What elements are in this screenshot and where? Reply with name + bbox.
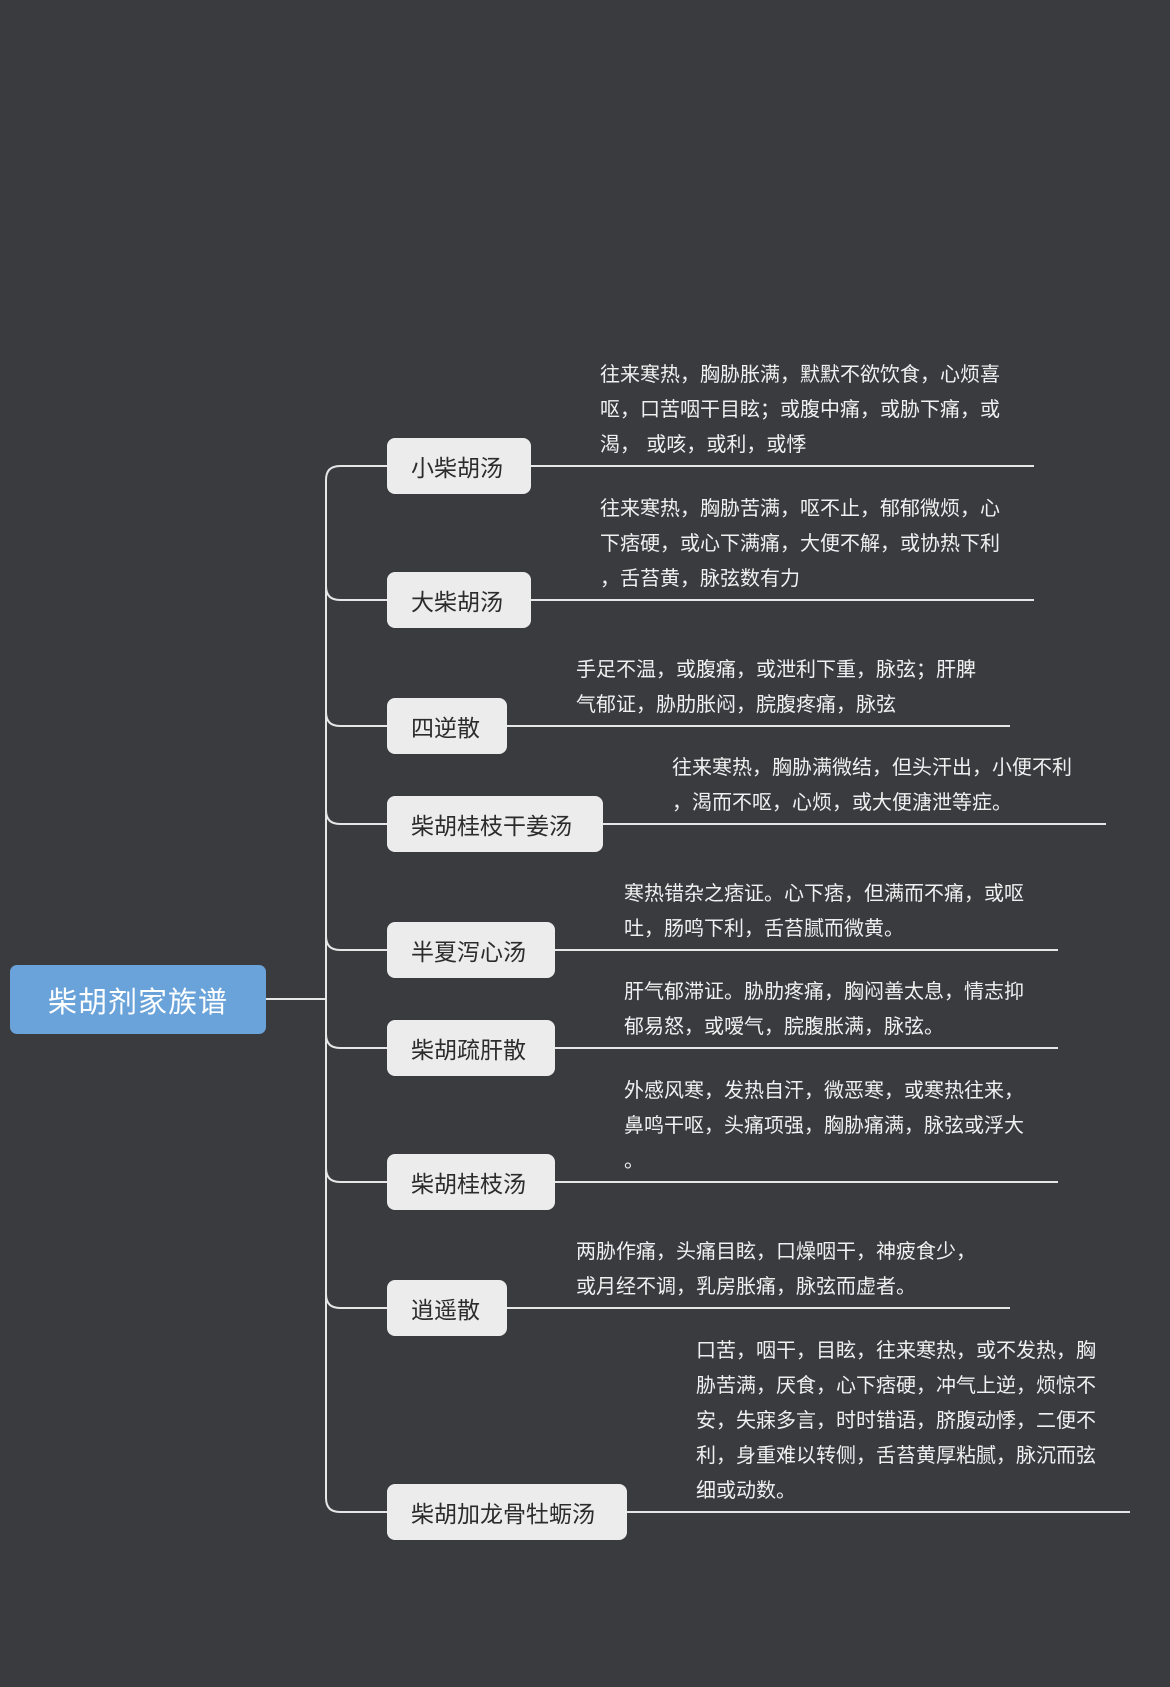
branch-topic-chaihu-shugan[interactable]: 柴胡疏肝散 — [387, 1020, 555, 1076]
branch-topic-banxia-xiexin[interactable]: 半夏泻心汤 — [387, 922, 555, 978]
branch-topic-xiaochaihu[interactable]: 小柴胡汤 — [387, 438, 531, 494]
branch-topic-dachaihu[interactable]: 大柴胡汤 — [387, 572, 531, 628]
branch-topic-label: 四逆散 — [411, 716, 480, 742]
branch-topic-label: 柴胡桂枝干姜汤 — [411, 814, 572, 840]
root-topic-label: 柴胡剂家族谱 — [47, 984, 228, 1019]
branch-topic-chaihu-guizhi-ganjiang[interactable]: 柴胡桂枝干姜汤 — [387, 796, 603, 852]
branch-connector — [325, 1033, 387, 1049]
branch-connector — [325, 1167, 387, 1183]
branch-note-chaihu-guizhi: 外感风寒，发热自汗，微恶寒，或寒热往来， 鼻鸣干呕，头痛项强，胸胁痛满，脉弦或浮… — [624, 1078, 1024, 1172]
branch-topic-label: 半夏泻心汤 — [411, 940, 526, 966]
branch-topic-label: 逍遥散 — [411, 1298, 480, 1324]
branch-connector — [325, 935, 387, 951]
branch-topic-label: 柴胡桂枝汤 — [411, 1172, 526, 1198]
branch-topic-label: 柴胡加龙骨牡蛎汤 — [411, 1502, 595, 1528]
branch-topic-label: 大柴胡汤 — [411, 590, 503, 616]
branch-note-sini: 手足不温，或腹痛，或泄利下重，脉弦；肝脾 气郁证，胁肋胀闷，脘腹疼痛，脉弦 — [576, 657, 976, 716]
root-topic[interactable]: 柴胡剂家族谱 — [10, 965, 266, 1034]
branch-topic-chaihu-guizhi[interactable]: 柴胡桂枝汤 — [387, 1154, 555, 1210]
branch-note-chaihu-shugan: 肝气郁滞证。胁肋疼痛，胸闷善太息，情志抑 郁易怒，或嗳气，脘腹胀满，脉弦。 — [624, 979, 1024, 1038]
branch-note-chaihu-guizhi-ganjiang: 往来寒热，胸胁满微结，但头汗出，小便不利 ，渴而不呕，心烦，或大便溏泄等症。 — [672, 755, 1072, 814]
branch-note-banxia-xiexin: 寒热错杂之痞证。心下痞，但满而不痛，或呕 吐，肠鸣下利，舌苔腻而微黄。 — [624, 881, 1024, 940]
branch-topic-label: 小柴胡汤 — [411, 456, 503, 482]
branch-connector — [325, 1293, 387, 1309]
branch-note-dachaihu: 往来寒热，胸胁苦满，呕不止，郁郁微烦，心 下痞硬，或心下满痛，大便不解，或协热下… — [600, 496, 1000, 590]
branch-topic-label: 柴胡疏肝散 — [411, 1038, 526, 1064]
branch-topic-sini[interactable]: 四逆散 — [387, 698, 507, 754]
branch-connector — [325, 809, 387, 825]
branch-connector — [325, 585, 387, 601]
branch-note-xiaoyao: 两胁作痛，头痛目眩，口燥咽干，神疲食少， 或月经不调，乳房胀痛，脉弦而虚者。 — [576, 1239, 976, 1298]
branch-note-xiaochaihu: 往来寒热，胸胁胀满，默默不欲饮食，心烦喜 呕，口苦咽干目眩；或腹中痛，或胁下痛，… — [600, 362, 1000, 456]
branch-topic-xiaoyao[interactable]: 逍遥散 — [387, 1280, 507, 1336]
branch-connector — [325, 1497, 387, 1513]
branch-topic-chaihu-longgu-muli[interactable]: 柴胡加龙骨牡蛎汤 — [387, 1484, 627, 1540]
branch-connector — [325, 711, 387, 727]
branch-note-chaihu-longgu-muli: 口苦，咽干，目眩，往来寒热，或不发热，胸 胁苦满，厌食，心下痞硬，冲气上逆，烦惊… — [696, 1338, 1096, 1502]
branch-connector — [325, 465, 387, 481]
